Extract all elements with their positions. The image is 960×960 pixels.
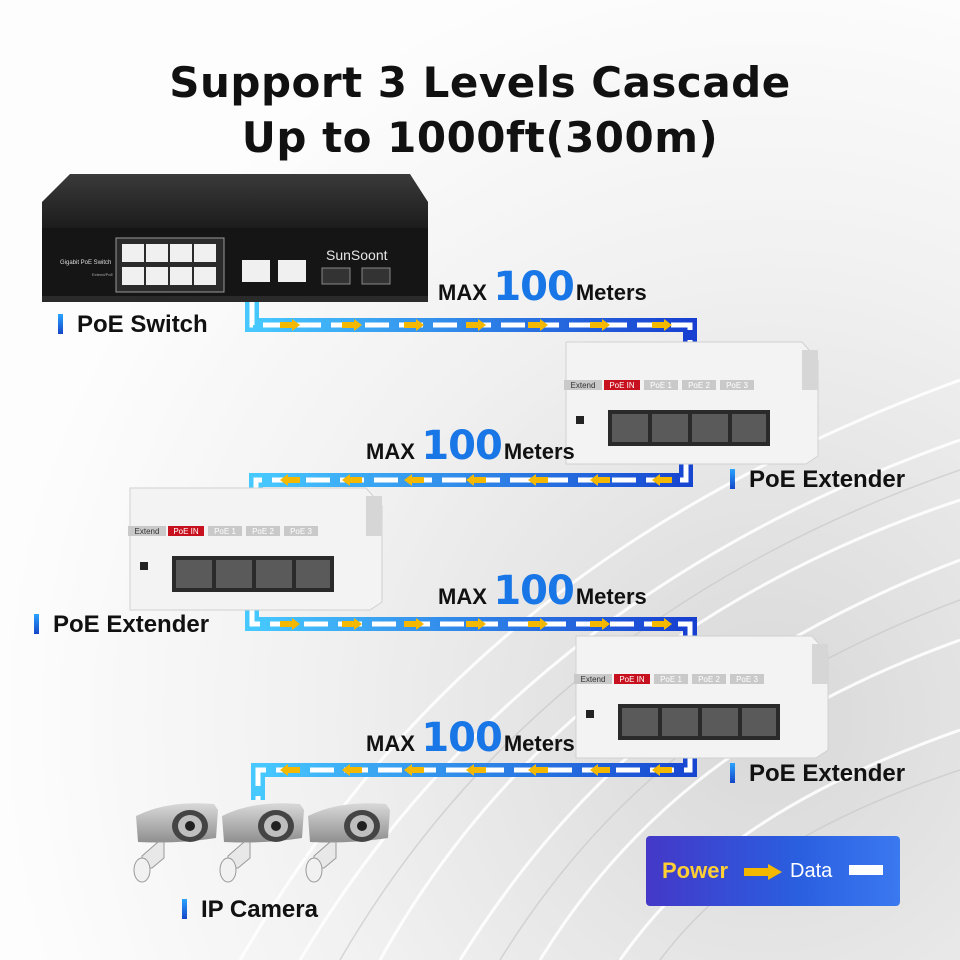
power-arrow-icon <box>342 764 362 776</box>
poe-extender-label-1: PoE Extender <box>730 466 905 494</box>
power-arrow-icon <box>404 474 424 486</box>
svg-text:PoE 3: PoE 3 <box>736 675 758 684</box>
power-arrow-icon <box>280 618 300 630</box>
legend-power-label: Power <box>662 858 729 883</box>
camera-icon <box>305 802 391 883</box>
power-arrow-icon <box>590 319 610 331</box>
power-arrow-icon <box>652 764 672 776</box>
power-arrow-icon <box>466 618 486 630</box>
svg-text:PoE 2: PoE 2 <box>688 381 710 390</box>
svg-text:PoE 1: PoE 1 <box>214 527 236 536</box>
svg-text:PoE IN: PoE IN <box>609 381 635 390</box>
poe-extender-label-2: PoE Extender <box>34 611 209 639</box>
svg-text:PoE 3: PoE 3 <box>290 527 312 536</box>
data-bar-icon <box>849 865 883 875</box>
svg-text:PoE 1: PoE 1 <box>650 381 672 390</box>
ip-cameras <box>133 802 391 883</box>
svg-text:PoE IN: PoE IN <box>619 675 645 684</box>
switch-model-text: Gigabit PoE Switch <box>60 260 111 266</box>
ip-camera-label: IP Camera <box>182 896 318 924</box>
svg-text:PoE 2: PoE 2 <box>252 527 274 536</box>
power-arrow-icon <box>342 474 362 486</box>
legend-data-label: Data <box>790 860 833 882</box>
poe-extender-3: Extend PoE IN PoE 1 PoE 2 PoE 3 <box>574 635 829 759</box>
poe-switch: Gigabit PoE Switch Extend/PoE SunSoont <box>42 174 428 302</box>
max-distance-3: MAX 100Meters <box>438 568 647 614</box>
max-distance-1: MAX 100Meters <box>438 264 647 310</box>
power-arrow-icon <box>342 618 362 630</box>
poe-extender-label-3: PoE Extender <box>730 760 905 788</box>
poe-extender-1: Extend PoE IN PoE 1 PoE 2 PoE 3 <box>564 341 819 465</box>
power-arrow-icon <box>528 319 548 331</box>
power-arrows <box>280 319 672 776</box>
max-distance-2: MAX 100Meters <box>366 423 575 469</box>
power-arrow-icon <box>466 319 486 331</box>
poe-switch-label: PoE Switch <box>58 311 208 339</box>
max-distance-4: MAX 100Meters <box>366 715 575 761</box>
svg-text:PoE IN: PoE IN <box>173 527 199 536</box>
power-arrow-icon <box>404 618 424 630</box>
svg-text:Extend: Extend <box>581 675 606 684</box>
svg-text:PoE 2: PoE 2 <box>698 675 720 684</box>
legend-box: Power Data <box>646 836 900 906</box>
power-arrow-icon <box>590 474 610 486</box>
power-arrow-icon <box>466 474 486 486</box>
power-arrow-icon <box>590 618 610 630</box>
power-arrow-icon <box>404 319 424 331</box>
power-arrow-icon <box>528 764 548 776</box>
power-arrow-icon <box>652 319 672 331</box>
svg-text:Extend: Extend <box>135 527 160 536</box>
title-line-1: Support 3 Levels Cascade <box>169 58 791 107</box>
camera-icon <box>133 803 218 883</box>
title-line-2: Up to 1000ft(300m) <box>241 113 719 162</box>
switch-dip-text: Extend/PoE <box>92 272 113 277</box>
power-arrow-icon <box>342 319 362 331</box>
power-arrow-icon <box>280 319 300 331</box>
power-arrow-icon <box>528 474 548 486</box>
switch-brand-text: SunSoont <box>326 247 388 263</box>
svg-text:Extend: Extend <box>571 381 596 390</box>
svg-text:PoE 3: PoE 3 <box>726 381 748 390</box>
power-arrow-icon <box>652 618 672 630</box>
power-arrow-icon <box>466 764 486 776</box>
power-arrow-icon <box>590 764 610 776</box>
power-arrow-icon <box>404 764 424 776</box>
power-arrow-icon <box>280 764 300 776</box>
power-arrow-icon <box>528 618 548 630</box>
svg-text:PoE 1: PoE 1 <box>660 675 682 684</box>
camera-icon <box>219 802 305 883</box>
poe-extender-2: Extend PoE IN PoE 1 PoE 2 PoE 3 <box>128 487 383 611</box>
power-arrow-icon <box>280 474 300 486</box>
power-arrow-icon <box>744 864 782 880</box>
power-arrow-icon <box>652 474 672 486</box>
